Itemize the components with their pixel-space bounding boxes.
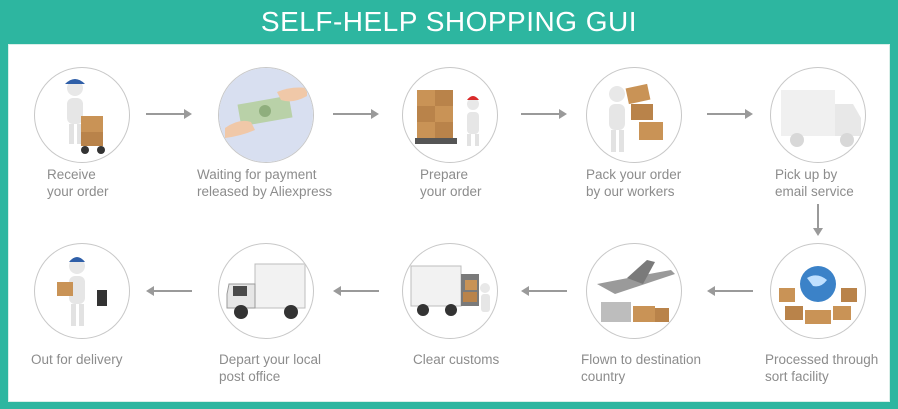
step-9-circle [218,243,314,339]
steps-panel: Receive your order Waiting for payment r… [8,44,890,402]
step-7-circle [586,243,682,339]
arrow-right-icon [521,109,567,119]
arrow-right-icon [707,109,753,119]
arrow-left-icon [521,286,567,296]
airplane-icon [597,260,675,322]
step-6-circle [770,243,866,339]
truck-icon [781,90,861,147]
delivery-man-hand-truck-icon [65,79,105,154]
step-4-circle [586,67,682,163]
arrow-left-icon [146,286,192,296]
pallet-boxes-icon [415,90,479,146]
courier-package-icon [57,257,107,326]
step-6-label: Processed through sort facility [765,352,879,384]
arrow-down-icon [813,204,823,236]
step-1-label: Receive your order [47,167,109,199]
step-2-circle [218,67,314,163]
step-1-circle [34,67,130,163]
step-2-label: Waiting for payment released by Aliexpre… [197,167,333,199]
arrow-left-icon [707,286,753,296]
step-9-label: Depart your local post office [219,352,322,384]
worker-carrying-boxes-icon [609,83,663,152]
step-5-circle [770,67,866,163]
step-4-label: Pack your order by our workers [586,167,682,199]
globe-boxes-icon [779,266,857,324]
cargo-truck-workers-icon [410,265,490,316]
page-title: SELF-HELP SHOPPING GUI [260,6,638,37]
arrow-right-icon [333,109,379,119]
arrow-right-icon [146,109,192,119]
box-truck-icon [226,263,306,319]
step-3-label: Prepare your order [420,167,482,199]
step-8-circle [402,243,498,339]
step-10-circle [34,243,130,339]
step-5-label: Pick up by email service [775,167,854,199]
step-10-label: Out for delivery [31,352,123,367]
arrow-left-icon [333,286,379,296]
step-8-label: Clear customs [413,352,500,367]
money-handover-icon [219,68,313,162]
header-bar: SELF-HELP SHOPPING GUI [0,0,898,44]
step-7-label: Flown to destination country [581,352,702,384]
step-3-circle [402,67,498,163]
